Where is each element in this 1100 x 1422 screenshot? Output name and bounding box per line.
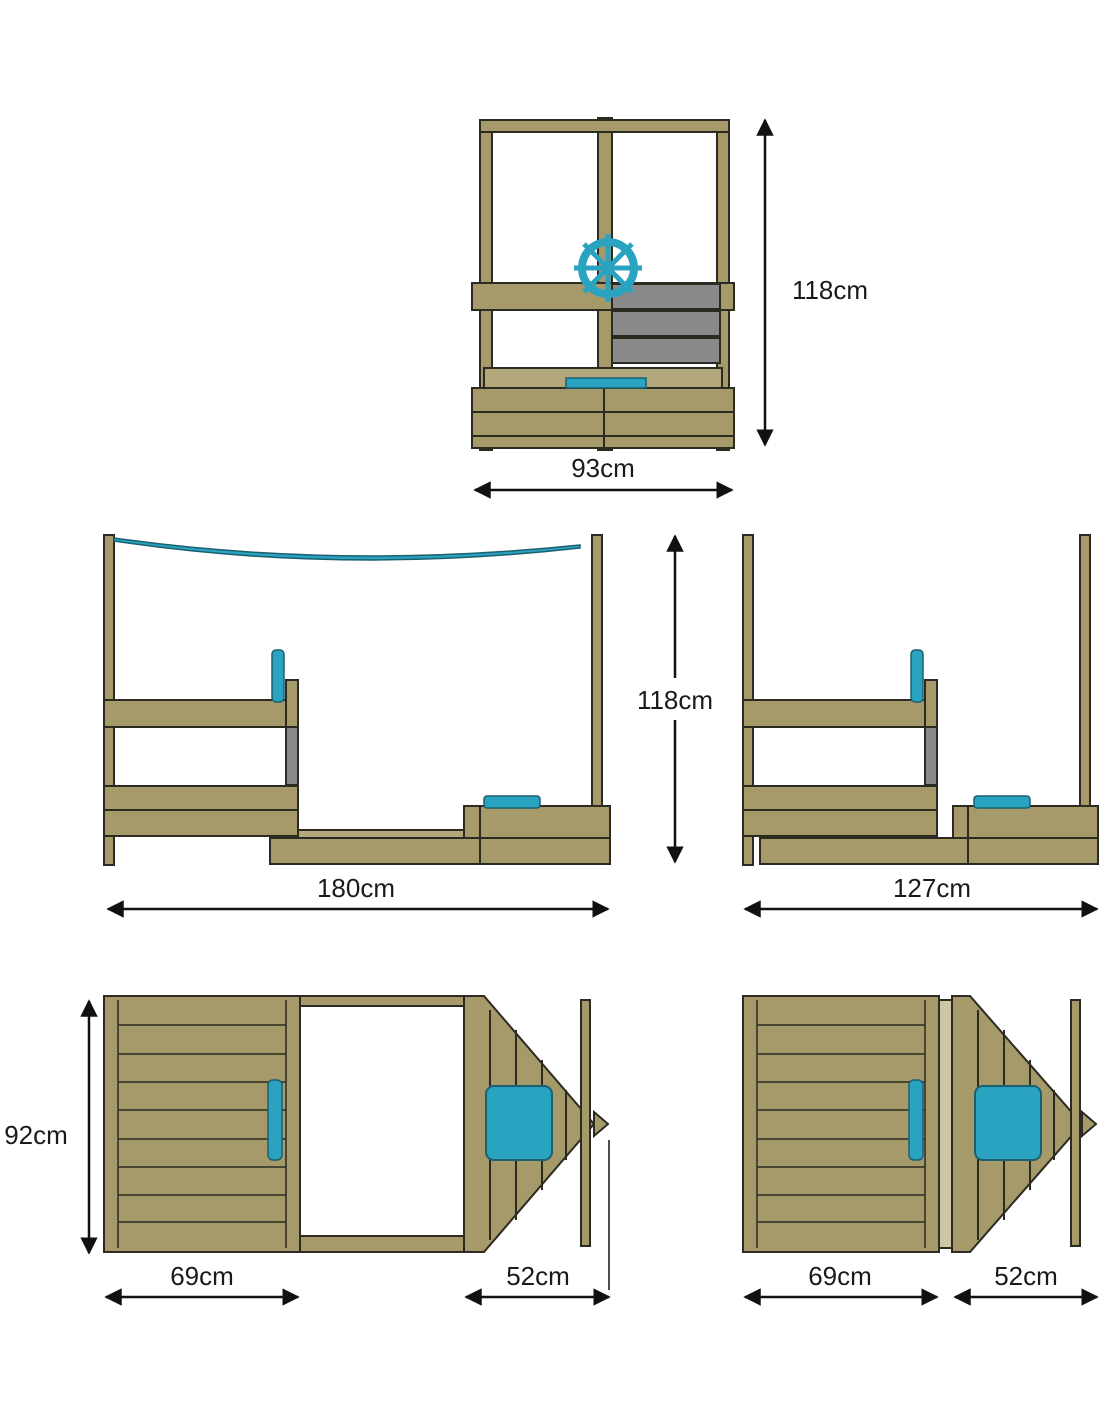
top-long-bow-label: 52cm — [506, 1261, 570, 1291]
side-view-long — [103, 534, 611, 866]
top-short-bow-label: 52cm — [994, 1261, 1058, 1291]
top-depth-label: 92cm — [4, 1120, 68, 1150]
top-long-deck-label: 69cm — [170, 1261, 234, 1291]
front-height-label: 118cm — [792, 275, 868, 305]
sail-icon — [113, 537, 581, 561]
sandbox-bowl-side-short-icon — [973, 795, 1031, 809]
side-view-short — [742, 534, 1099, 866]
steering-wheel-side-icon — [271, 649, 285, 703]
sandbox-bowl-top-icon — [485, 1085, 553, 1161]
steering-wheel-side-short-icon — [910, 649, 924, 703]
top-short-deck-label: 69cm — [808, 1261, 872, 1291]
sandbox-bowl-side-icon — [483, 795, 541, 809]
sandbox-bowl-top-short-icon — [974, 1085, 1042, 1161]
front-view — [471, 117, 735, 451]
side-height-label: 118cm — [637, 685, 713, 715]
side-short-width-label: 127cm — [893, 873, 971, 903]
front-width-label: 93cm — [571, 453, 635, 483]
steering-wheel-top-short-icon — [908, 1079, 924, 1161]
steering-wheel-top-icon — [267, 1079, 283, 1161]
side-long-width-label: 180cm — [317, 873, 395, 903]
side-height-label-bg — [630, 678, 720, 720]
steering-wheel-icon — [574, 234, 642, 302]
sandbox-bowl-icon — [565, 377, 647, 389]
